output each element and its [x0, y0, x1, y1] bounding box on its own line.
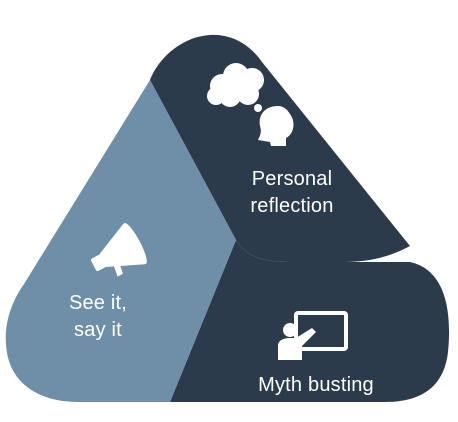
see-it-say-it-line2: say it: [74, 319, 122, 341]
label-myth-busting: Myth busting: [226, 372, 406, 399]
presenter-board-icon: [276, 310, 350, 362]
segment-myth-busting: [170, 240, 450, 402]
label-see-it-say-it: See it, say it: [38, 290, 158, 344]
thinking-head-icon: [200, 62, 300, 146]
see-it-say-it-line1: See it,: [68, 292, 128, 314]
label-personal-reflection: Personal reflection: [222, 166, 362, 220]
personal-reflection-line2: reflection: [250, 195, 334, 217]
personal-reflection-line1: Personal: [251, 168, 333, 190]
myth-busting-text: Myth busting: [258, 374, 374, 396]
megaphone-icon: [86, 218, 156, 284]
